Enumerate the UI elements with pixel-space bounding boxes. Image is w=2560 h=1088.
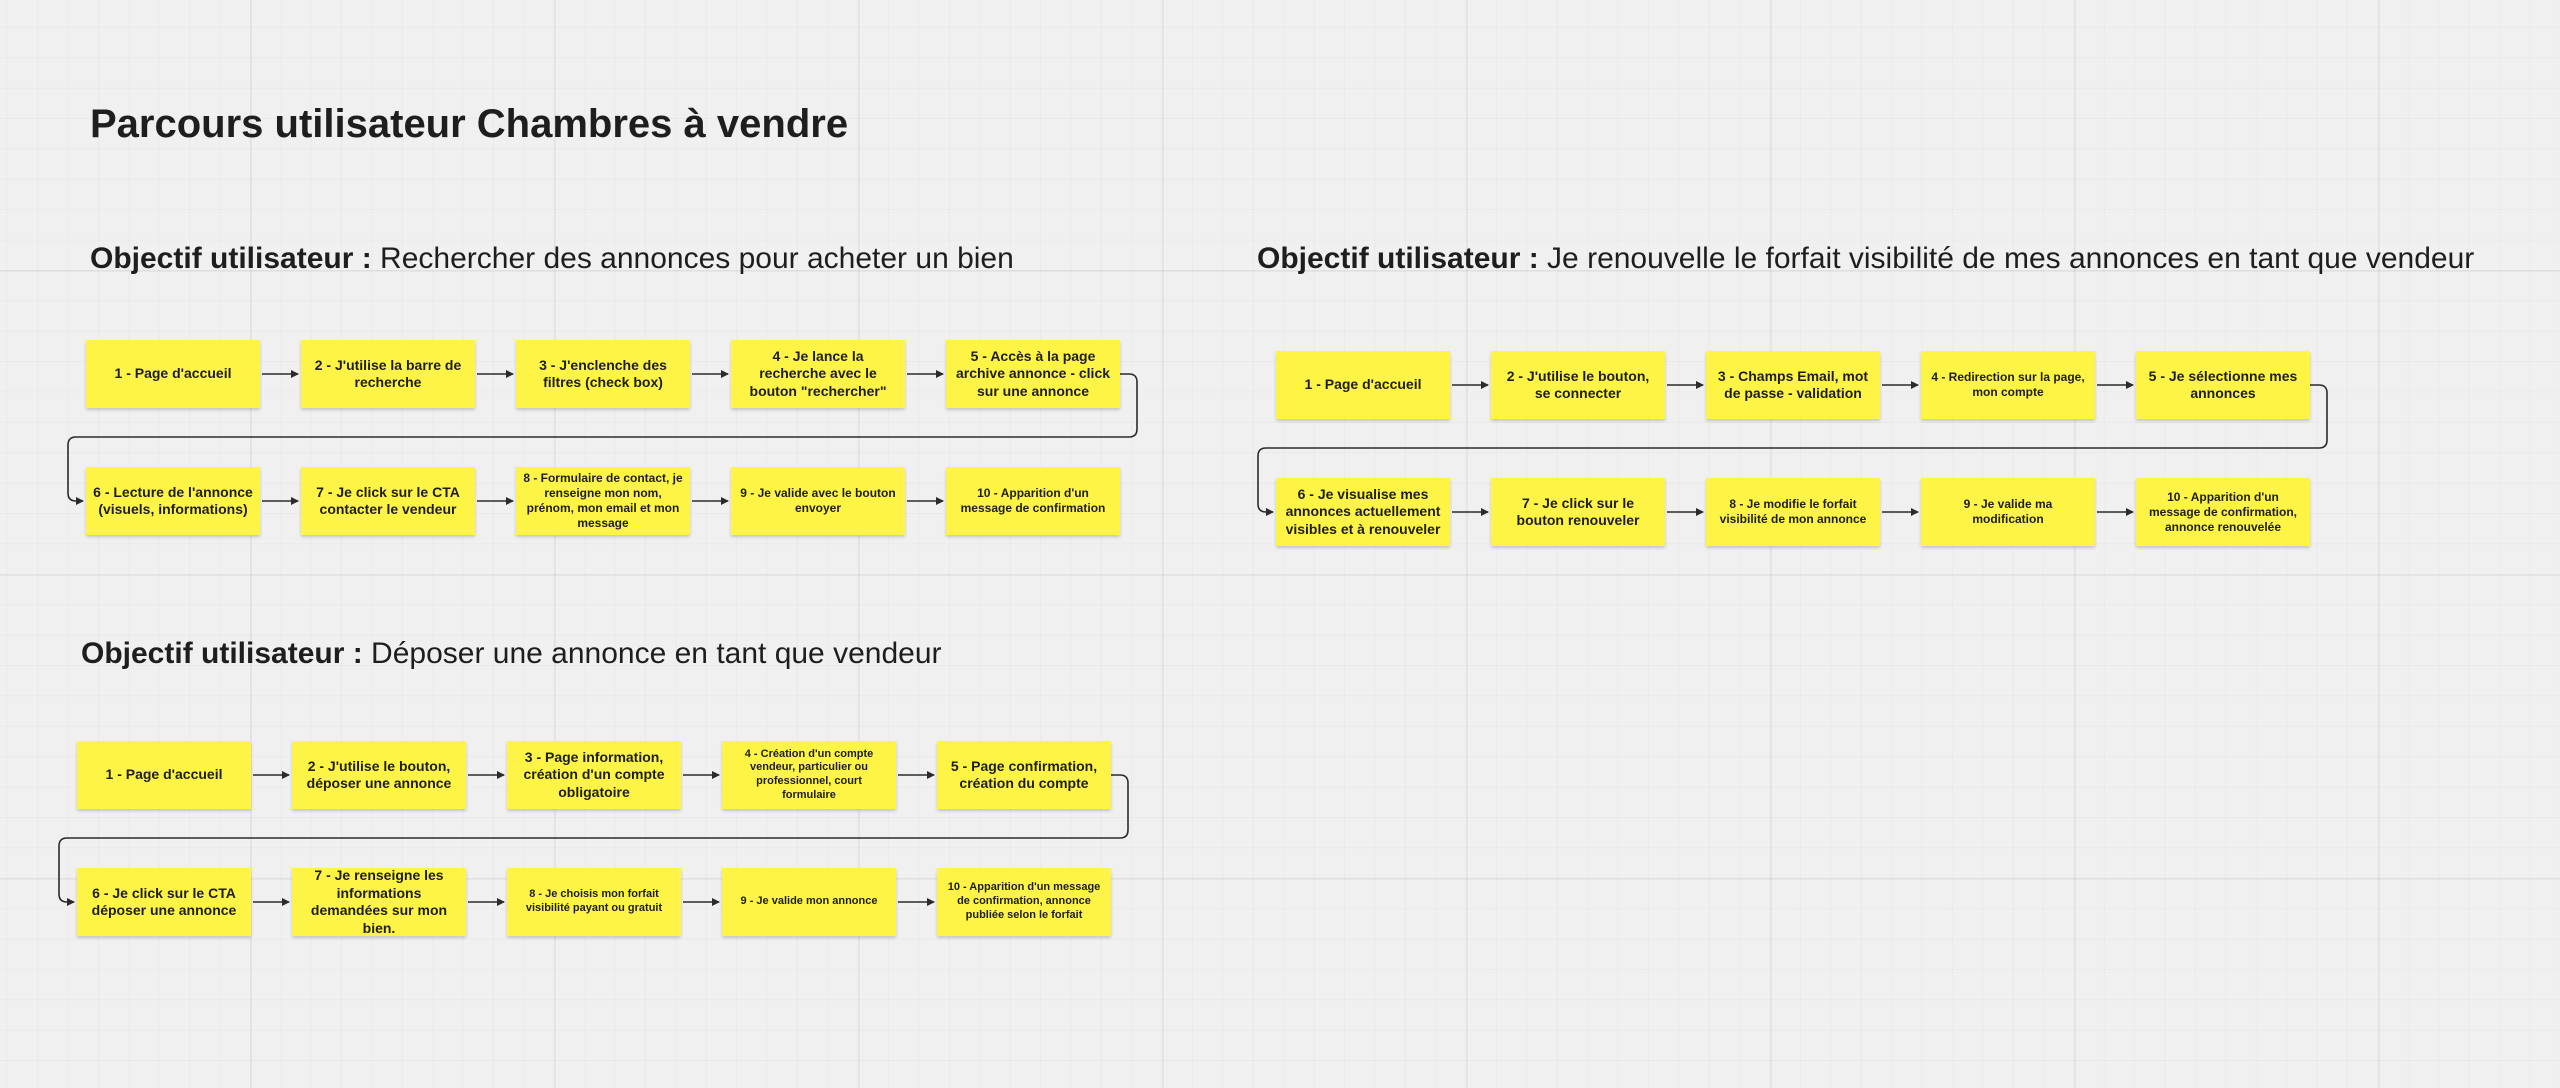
flow-3-step-10-note[interactable]: 10 - Apparition d'un message de confirma…: [937, 868, 1111, 936]
flow-1-step-3-note[interactable]: 3 - J'enclenche des filtres (check box): [516, 340, 690, 408]
flow-1-step-4-note[interactable]: 4 - Je lance la recherche avec le bouton…: [731, 340, 905, 408]
flow-2-heading-label: Objectif utilisateur :: [1257, 242, 1539, 275]
flow-1-step-2-note[interactable]: 2 - J'utilise la barre de recherche: [301, 340, 475, 408]
flow-1-step-7-note[interactable]: 7 - Je click sur le CTA contacter le ven…: [301, 467, 475, 535]
flow-3-step-7-note[interactable]: 7 - Je renseigne les informations demand…: [292, 868, 466, 936]
flow-1-step-10-note[interactable]: 10 - Apparition d'un message de confirma…: [946, 467, 1120, 535]
flow-3-heading-label: Objectif utilisateur :: [81, 637, 363, 670]
flow-2-step-8-note[interactable]: 8 - Je modifie le forfait visibilité de …: [1706, 478, 1880, 546]
flow-2-heading-goal: Je renouvelle le forfait visibilité de m…: [1538, 242, 2475, 275]
flow-2-step-10-note[interactable]: 10 - Apparition d'un message de confirma…: [2136, 478, 2310, 546]
flow-1-step-1-note[interactable]: 1 - Page d'accueil: [86, 340, 260, 408]
flow-2-step-3-note[interactable]: 3 - Champs Email, mot de passe - validat…: [1706, 351, 1880, 419]
flow-3-arrow-5-to-6: [58, 774, 1129, 906]
board-title: Parcours utilisateur Chambres à vendre: [90, 102, 849, 146]
flow-3-step-3-note[interactable]: 3 - Page information, création d'un comp…: [507, 741, 681, 809]
flow-3-step-9-note[interactable]: 9 - Je valide mon annonce: [722, 868, 896, 936]
flow-2-heading: Objectif utilisateur : Je renouvelle le …: [1257, 241, 2474, 277]
flow-2-step-7-note[interactable]: 7 - Je click sur le bouton renouveler: [1491, 478, 1665, 546]
flow-3-step-4-note[interactable]: 4 - Création d'un compte vendeur, partic…: [722, 741, 896, 809]
flow-1-heading-goal: Rechercher des annonces pour acheter un …: [371, 242, 1014, 275]
flow-1-step-9-note[interactable]: 9 - Je valide avec le bouton envoyer: [731, 467, 905, 535]
flow-2-step-4-note[interactable]: 4 - Redirection sur la page, mon compte: [1921, 351, 2095, 419]
flow-2-step-1-note[interactable]: 1 - Page d'accueil: [1276, 351, 1450, 419]
flow-1-step-5-note[interactable]: 5 - Accès à la page archive annonce - cl…: [946, 340, 1120, 408]
flow-3-heading: Objectif utilisateur : Déposer une annon…: [81, 636, 942, 672]
flow-3-step-6-note[interactable]: 6 - Je click sur le CTA déposer une anno…: [77, 868, 251, 936]
flow-2-step-5-note[interactable]: 5 - Je sélectionne mes annonces: [2136, 351, 2310, 419]
flow-2-step-2-note[interactable]: 2 - J'utilise le bouton, se connecter: [1491, 351, 1665, 419]
flow-1-step-6-note[interactable]: 6 - Lecture de l'annonce (visuels, infor…: [86, 467, 260, 535]
flow-3-step-2-note[interactable]: 2 - J'utilise le bouton, déposer une ann…: [292, 741, 466, 809]
flow-3-heading-goal: Déposer une annonce en tant que vendeur: [362, 637, 942, 670]
flow-3-step-1-note[interactable]: 1 - Page d'accueil: [77, 741, 251, 809]
flow-3-step-8-note[interactable]: 8 - Je choisis mon forfait visibilité pa…: [507, 868, 681, 936]
flow-2-step-9-note[interactable]: 9 - Je valide ma modification: [1921, 478, 2095, 546]
flow-1-step-8-note[interactable]: 8 - Formulaire de contact, je renseigne …: [516, 467, 690, 535]
flow-1-heading-label: Objectif utilisateur :: [90, 242, 372, 275]
flow-2-arrow-5-to-6: [1257, 384, 2328, 516]
flow-3-step-5-note[interactable]: 5 - Page confirmation, création du compt…: [937, 741, 1111, 809]
flow-1-heading: Objectif utilisateur : Rechercher des an…: [90, 241, 1014, 277]
flow-2-step-6-note[interactable]: 6 - Je visualise mes annonces actuelleme…: [1276, 478, 1450, 546]
flow-1-arrow-5-to-6: [67, 373, 1138, 505]
